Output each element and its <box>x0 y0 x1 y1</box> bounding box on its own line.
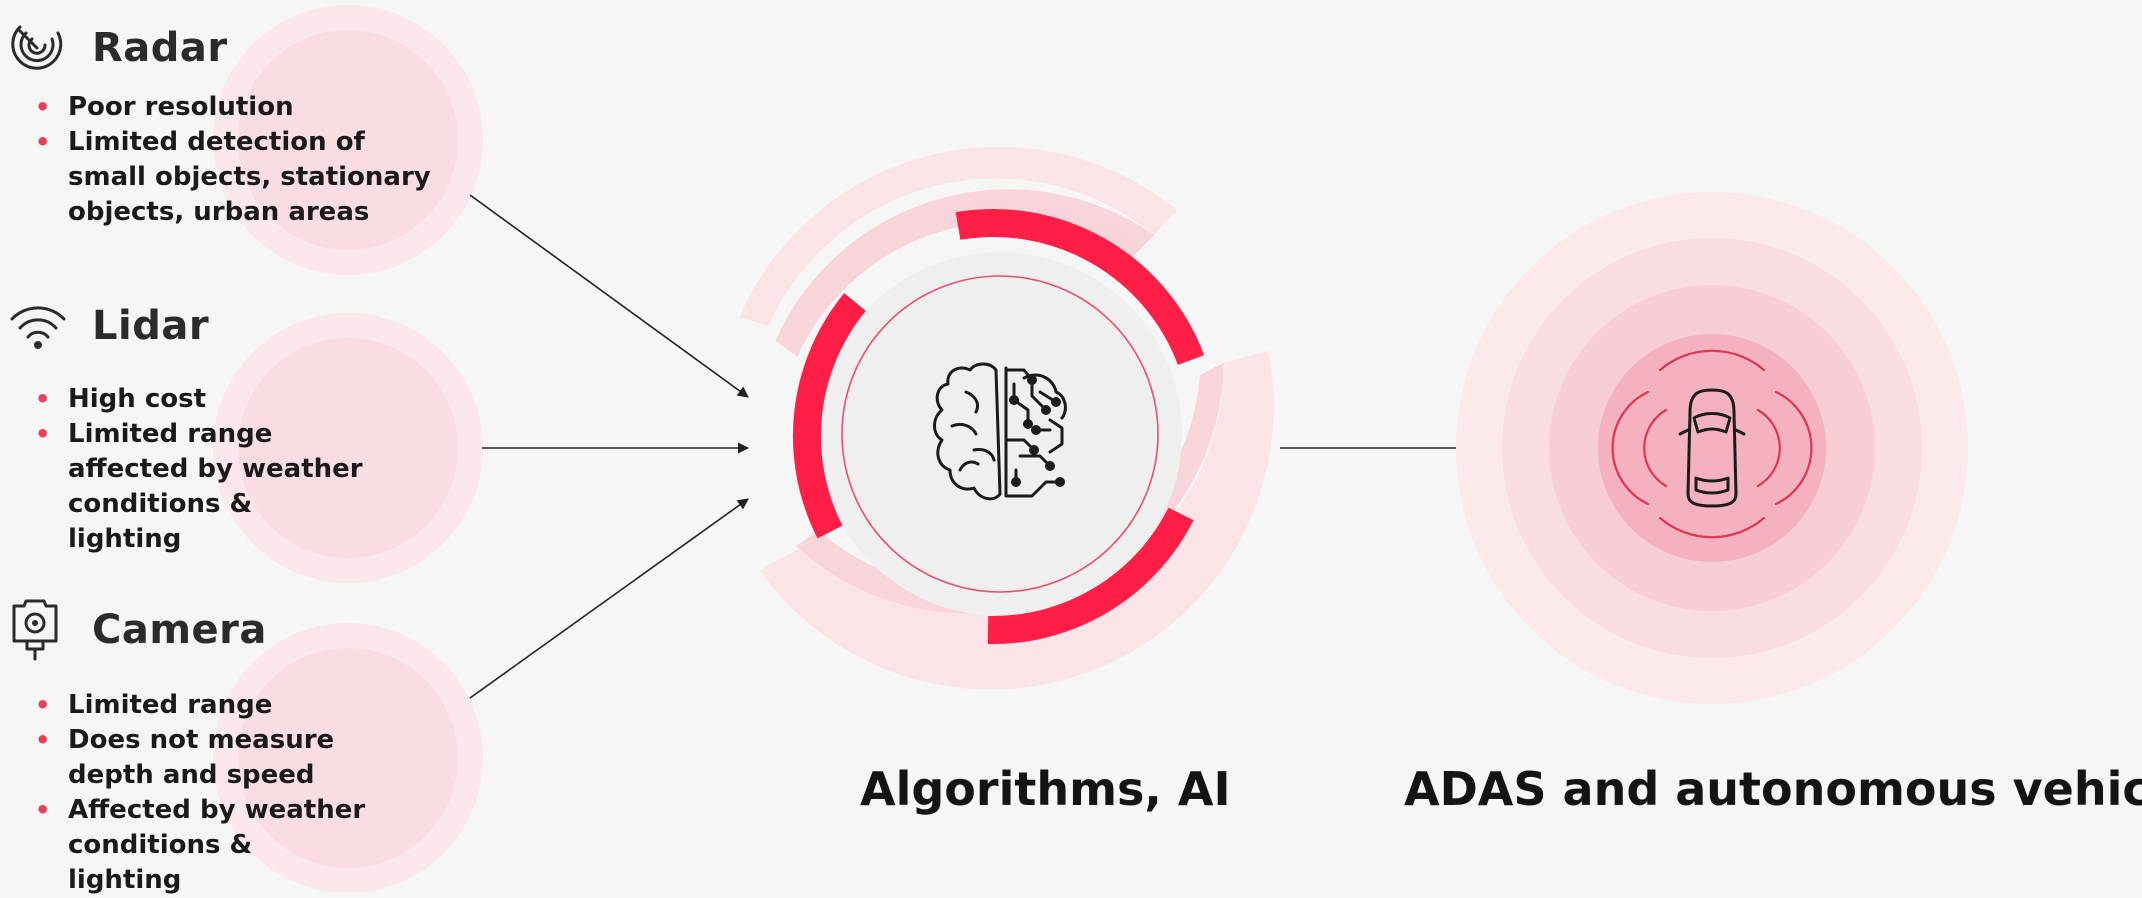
list-item: Limited range affected by weather condit… <box>35 417 368 557</box>
ai-mid-arc-top <box>775 189 1155 357</box>
radar-header: Radar <box>8 18 478 78</box>
ai-outer-arc-top <box>739 146 1178 326</box>
ai-inner-disc <box>818 252 1182 616</box>
camera-header: Camera <box>8 599 478 661</box>
output-caption: ADAS and autonomous vehicles <box>1404 762 2142 816</box>
wifi-signal-icon <box>8 296 70 356</box>
arrow-radar-to-ai <box>469 194 749 398</box>
list-item: Affected by weather conditions & lightin… <box>35 793 368 898</box>
camera-title: Camera <box>92 607 267 653</box>
ai-accent-arc-left <box>792 293 866 539</box>
arrow-camera-to-ai <box>469 498 749 699</box>
output-halo <box>1456 192 1968 704</box>
ai-caption: Algorithms, AI <box>860 762 1231 816</box>
camera-block: Camera Limited range Does not measure de… <box>8 599 478 898</box>
list-item: High cost <box>35 382 448 417</box>
radar-block: Radar Poor resolution Limited detection … <box>8 18 478 230</box>
list-item: Poor resolution <box>35 90 448 125</box>
camera-icon <box>8 599 70 661</box>
ai-accent-arc-bottom <box>987 507 1194 645</box>
radar-icon <box>8 18 70 78</box>
ai-outer-arc-bottom <box>759 350 1274 690</box>
lidar-title: Lidar <box>92 303 210 349</box>
car-sensor-icon <box>1611 349 1813 539</box>
list-item: Limited detection of small objects, stat… <box>35 125 448 230</box>
camera-limitations: Limited range Does not measure depth and… <box>8 688 478 898</box>
ai-dial <box>739 146 1274 690</box>
ai-accent-arc-top <box>955 209 1205 366</box>
radar-title: Radar <box>92 25 228 71</box>
lidar-header: Lidar <box>8 296 478 356</box>
list-item: Limited range <box>35 688 448 723</box>
lidar-block: Lidar High cost Limited range affected b… <box>8 296 478 557</box>
lidar-limitations: High cost Limited range affected by weat… <box>8 382 478 557</box>
ai-thin-ring <box>841 275 1159 593</box>
brain-circuit-icon <box>933 362 1067 501</box>
radar-limitations: Poor resolution Limited detection of sma… <box>8 90 478 230</box>
list-item: Does not measure depth and speed <box>35 723 408 793</box>
